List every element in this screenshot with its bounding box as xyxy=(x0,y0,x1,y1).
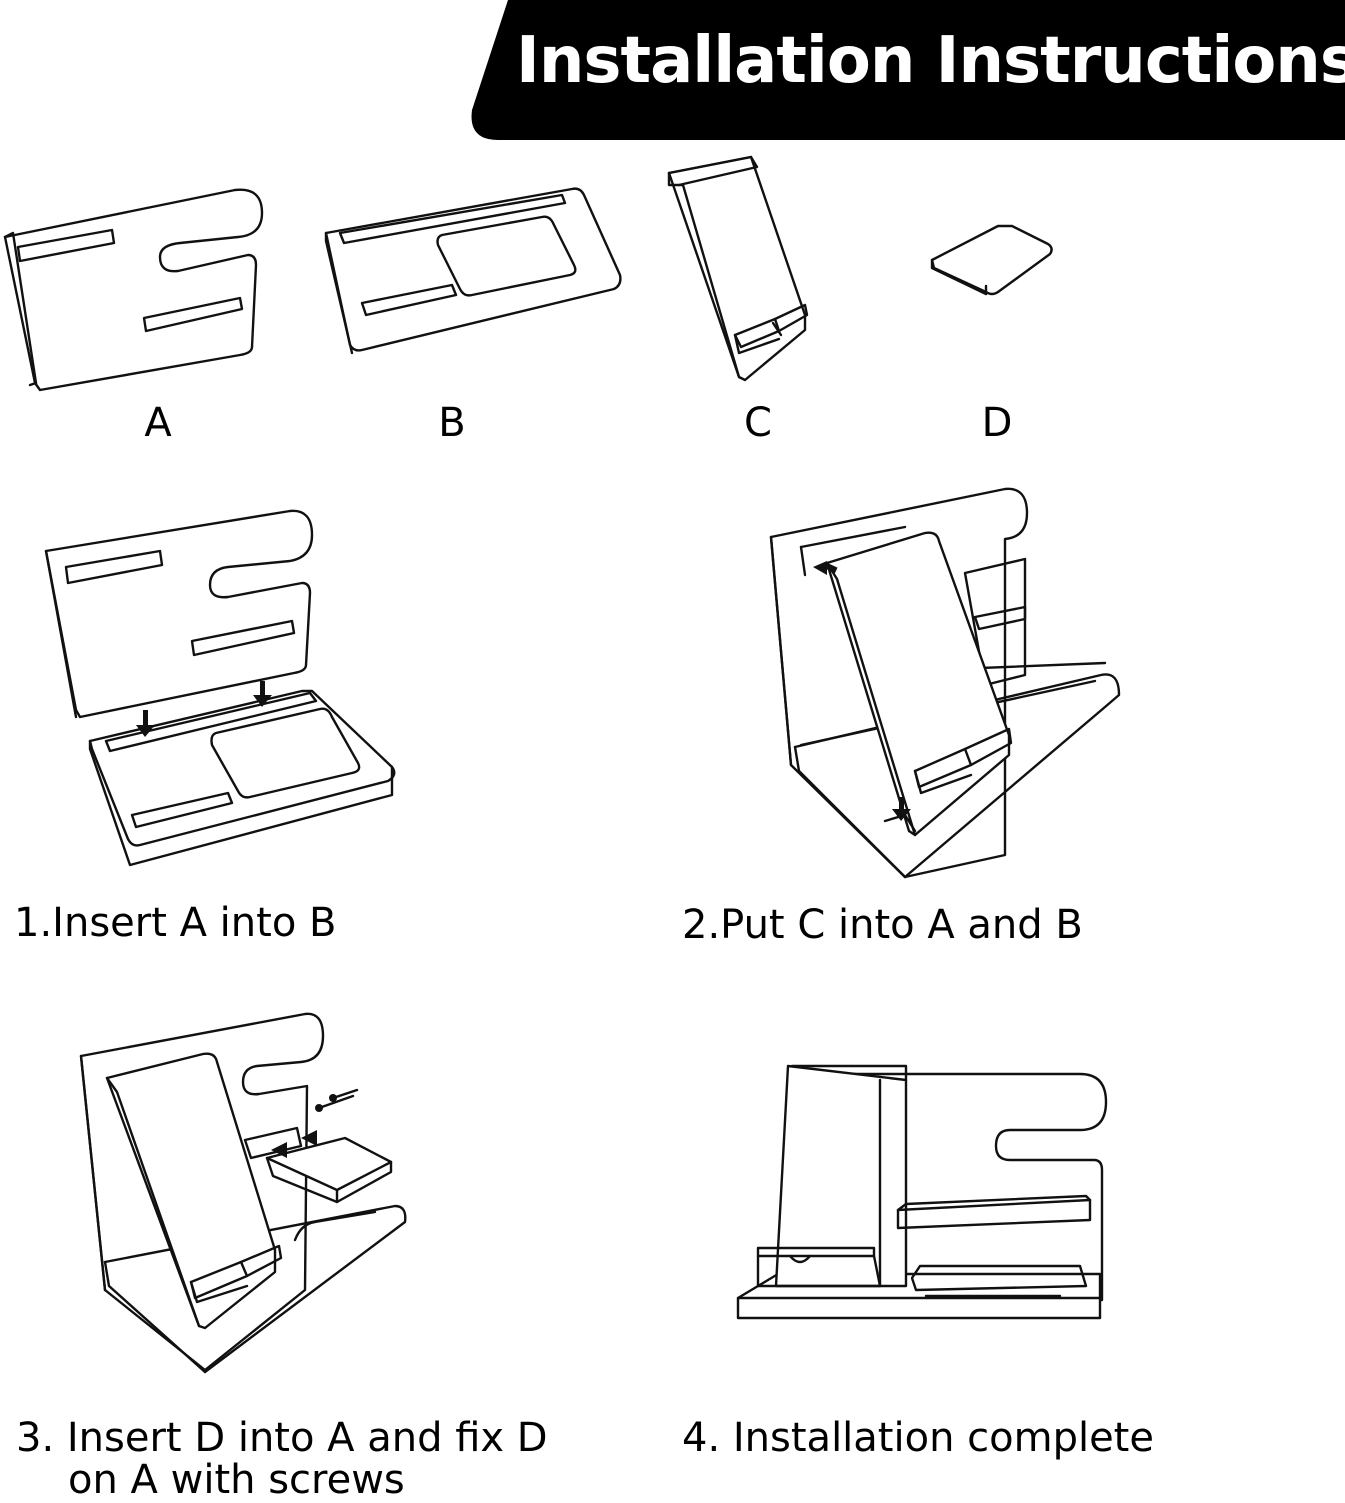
step3-caption-line2: on A with screws xyxy=(68,1457,405,1503)
arrow-left-icon xyxy=(813,561,838,575)
part-label-d: D xyxy=(981,400,1013,446)
banner-shape xyxy=(471,0,1345,140)
arrow-down-icon xyxy=(136,710,155,737)
arrow-down-icon xyxy=(253,681,272,707)
step2-caption: 2.Put C into A and B xyxy=(682,902,1083,948)
step3-caption-line1: 3. Insert D into A and fix D xyxy=(16,1415,548,1461)
part-label-c: C xyxy=(744,400,772,446)
step3-caption: 3. Insert D into A and fix D on A with s… xyxy=(16,1417,548,1501)
back-panel-icon xyxy=(3,188,264,392)
small-shelf-icon xyxy=(930,224,1053,296)
screw-icon xyxy=(315,1088,359,1112)
step4-illustration xyxy=(736,1064,1108,1320)
page-title: Installation Instructions xyxy=(516,24,1345,98)
header-banner: Installation Instructions xyxy=(468,0,1345,140)
step1-illustration xyxy=(44,509,396,867)
arrow-left-icon xyxy=(271,1130,317,1158)
phone-stand-icon xyxy=(667,155,809,382)
step1-caption: 1.Insert A into B xyxy=(14,900,337,946)
part-label-a: A xyxy=(144,400,172,446)
base-tray-icon xyxy=(324,187,622,355)
step4-caption: 4. Installation complete xyxy=(682,1415,1154,1461)
step2-illustration xyxy=(769,487,1121,879)
step3-illustration xyxy=(79,1012,407,1374)
part-label-b: B xyxy=(438,400,466,446)
